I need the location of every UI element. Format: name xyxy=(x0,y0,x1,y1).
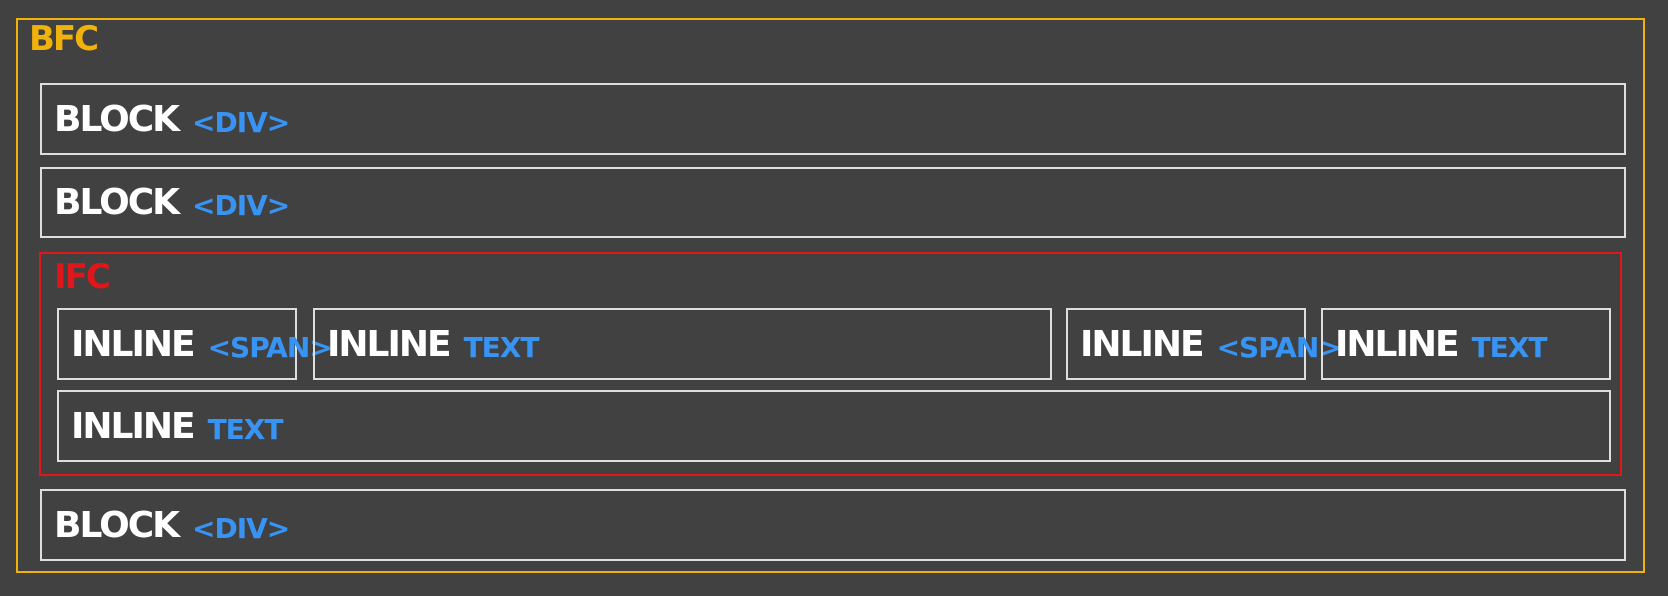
block-div-1: BLOCK <DIV> xyxy=(40,83,1626,155)
block-keyword: BLOCK xyxy=(54,504,180,546)
block-div-3: BLOCK <DIV> xyxy=(40,489,1626,561)
bfc-container xyxy=(16,18,1645,573)
inline-tag: <SPAN> xyxy=(1216,330,1342,364)
ifc-label: IFC xyxy=(54,257,111,297)
ifc-container xyxy=(39,252,1622,476)
inline-keyword: INLINE xyxy=(327,323,452,365)
block-keyword: BLOCK xyxy=(54,182,180,223)
inline-text-2: INLINE TEXT xyxy=(1321,308,1611,380)
block-tag: <DIV> xyxy=(192,189,290,222)
inline-tag: TEXT xyxy=(1471,330,1548,364)
inline-text-1: INLINE TEXT xyxy=(313,308,1052,380)
inline-tag: <SPAN> xyxy=(207,330,333,364)
block-tag: <DIV> xyxy=(192,511,290,545)
bfc-label: BFC xyxy=(29,19,99,59)
block-div-2: BLOCK <DIV> xyxy=(40,167,1626,238)
inline-keyword: INLINE xyxy=(1080,323,1205,365)
inline-keyword: INLINE xyxy=(71,405,196,447)
inline-tag: TEXT xyxy=(207,412,284,446)
inline-span-1: INLINE <SPAN> xyxy=(57,308,333,380)
inline-keyword: INLINE xyxy=(71,323,196,365)
inline-tag: TEXT xyxy=(463,330,540,364)
block-tag: <DIV> xyxy=(192,105,290,139)
inline-text-3: INLINE TEXT xyxy=(57,390,1611,462)
block-keyword: BLOCK xyxy=(54,98,180,140)
inline-span-2: INLINE <SPAN> xyxy=(1066,308,1342,380)
inline-keyword: INLINE xyxy=(1335,323,1460,365)
